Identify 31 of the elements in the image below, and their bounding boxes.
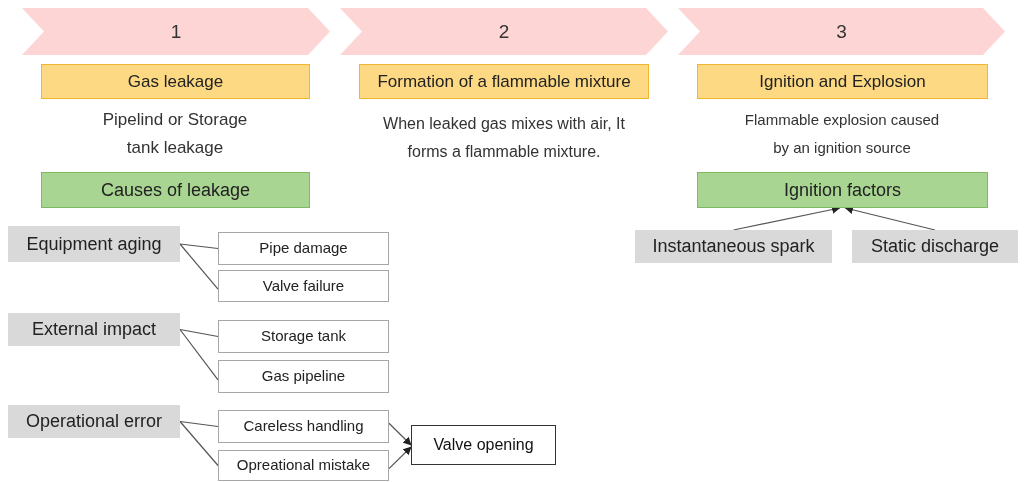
category-box: Causes of leakage <box>41 172 310 208</box>
sub-cause-box: Gas pipeline <box>218 360 389 393</box>
sub-cause-box: Storage tank <box>218 320 389 353</box>
cause-box: Operational error <box>8 405 180 438</box>
result-box: Valve opening <box>411 425 556 465</box>
cause-box: Instantaneous spark <box>635 230 832 263</box>
sub-cause-box: Valve failure <box>218 270 389 302</box>
category-box: Ignition factors <box>697 172 988 208</box>
connector-line <box>179 243 219 290</box>
stage-title-box: Ignition and Explosion <box>697 64 988 99</box>
step-header-band: 3 <box>678 8 1005 55</box>
description-text: When leaked gas mixes with air, It forms a flammable mixture. <box>382 114 626 162</box>
sub-cause-box: Careless handling <box>218 410 389 443</box>
stage-title-box: Formation of a flammable mixture <box>359 64 649 99</box>
connector-line <box>179 328 219 338</box>
arrow <box>388 446 412 470</box>
step-header-band: 1 <box>22 8 330 55</box>
step-header-band: 2 <box>340 8 668 55</box>
connector-line <box>179 243 219 250</box>
connector-line <box>179 328 219 381</box>
sub-cause-box: Pipe damage <box>218 232 389 265</box>
description-text: Pipelind or Storage tank leakage <box>101 109 249 159</box>
arrow <box>388 422 412 446</box>
stage-title-box: Gas leakage <box>41 64 310 99</box>
description-text: Flammable explosion caused by an ignition source <box>743 110 941 158</box>
cause-box: Static discharge <box>852 230 1018 263</box>
cause-box: External impact <box>8 313 180 346</box>
connector-line <box>179 420 219 467</box>
cause-box: Equipment aging <box>8 226 180 262</box>
sub-cause-box: Opreational mistake <box>218 450 389 481</box>
connector-line <box>179 420 219 428</box>
